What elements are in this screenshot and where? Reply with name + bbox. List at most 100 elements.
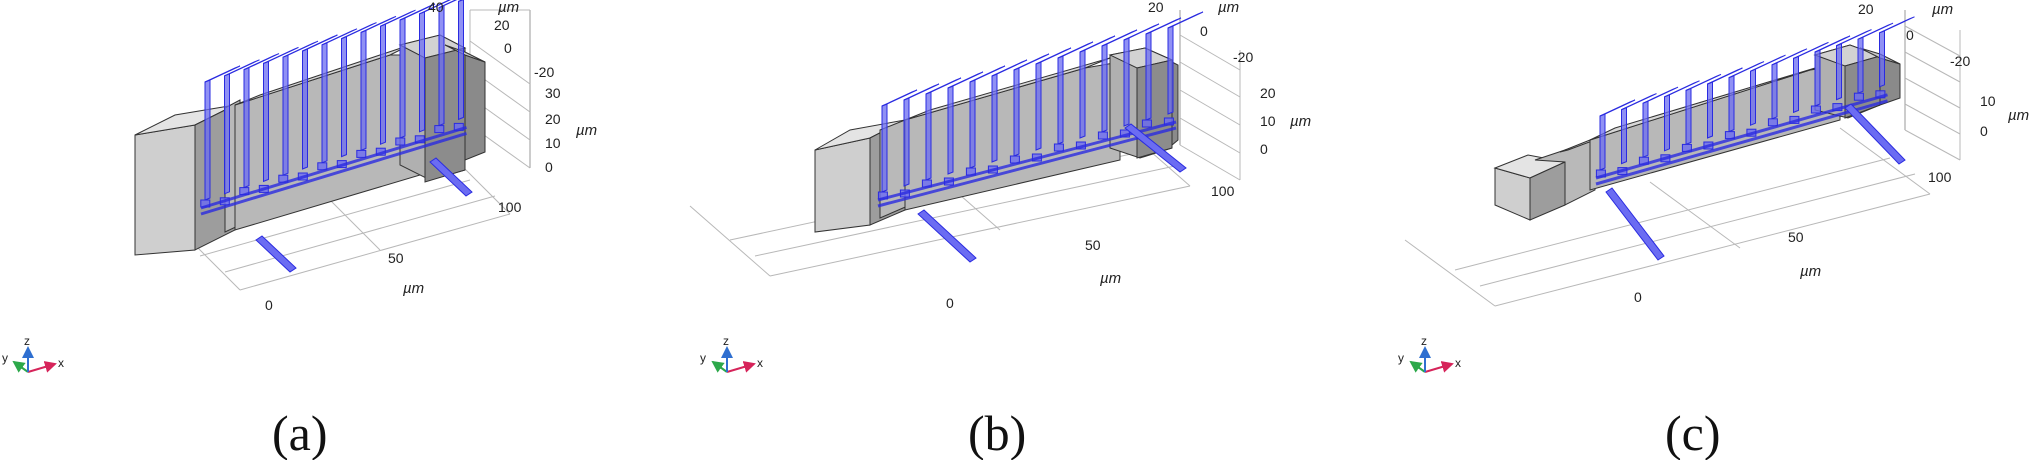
panel-c-leads [1605,103,1906,261]
panel-c-electrode-bar-10 [1814,49,1821,107]
panel-c-electrodes [1595,16,1915,186]
panel-b-zunit: µm [1290,113,1311,130]
panel-c-electrode-arm-12 [1857,22,1894,40]
panel-b-electrode-arm-4 [969,65,1006,83]
panel-a-electrode-pad-8 [356,149,367,158]
panel-c-electrode-arm-2 [1642,86,1679,104]
panel-c-electrode-bar-3 [1664,94,1670,152]
panel-c-electrode-bar-8 [1771,62,1778,120]
panel-c-electrode-bar-7 [1750,68,1756,126]
panel-b-electrode-arm-6 [1013,53,1050,71]
panel-b-electrode-bar-10 [1101,43,1108,133]
panel-a-bus-line-1 [200,131,467,216]
panel-b-ztick-2: 0 [1260,141,1268,157]
panel-b-ytick-2: -20 [1233,49,1253,65]
panel-a-electrode-arm-0 [204,65,241,83]
panel-b-electrode-pad-10 [1097,131,1108,140]
panel-a-ztick-3: 0 [545,159,553,175]
panel-a-electrode-arm-1 [224,59,260,77]
panel-c-electrode-arm-5 [1707,67,1743,85]
panel-b-xunit: µm [1100,270,1121,287]
panel-c-electrode-pad-8 [1767,118,1778,127]
panel-a-leads [255,157,473,273]
panel-c-ticks: 0 50 100 µm 20 0 -20 µm 10 0 µm [1634,1,2029,305]
panel-b-electrode-arm-2 [925,77,962,95]
panel-b-electrode-arm-3 [947,71,984,89]
panel-c-electrode-arm-3 [1664,80,1700,98]
panel-c-electrode-bar-0 [1599,113,1606,171]
panel-b-electrode-bar-0 [881,103,888,193]
panel-a-electrode-arm-10 [399,3,436,21]
panel-c-electrode-bar-13 [1879,30,1885,88]
panel-a-xtick-1: 50 [388,250,404,266]
panel-a-ytick-2: 0 [504,40,512,56]
panel-b-bus-line-1 [877,126,1177,208]
panel-a-electrode-bar-7 [341,35,347,158]
panel-c-yunit: µm [1932,1,1953,18]
panel-b-axis-triad: x y z [700,334,763,373]
panel-b-electrode-bar-13 [1167,25,1174,115]
panel-c-triad-z: z [1421,334,1427,348]
panel-a-triad-x: x [58,356,64,370]
panel-a-electrode-bar-11 [419,11,425,133]
panel-b-triad-x: x [757,356,763,370]
panel-a-electrode-arm-13 [458,0,464,2]
panel-b-xtick-2: 100 [1211,183,1235,199]
panel-c-caption: (c) [1665,405,1721,460]
panel-a-electrode-pad-12 [434,125,445,134]
panel-b-triad-y: y [700,351,706,365]
panel-c-xtick-1: 50 [1788,229,1804,245]
panel-a-ztick-1: 20 [545,111,561,127]
panel-a-xtick-0: 0 [265,297,273,313]
panel-b-electrode-bar-8 [1057,55,1064,145]
panel-b-electrode-arm-0 [881,89,918,107]
panel-a-ytick-3: -20 [534,64,554,80]
panel-b-electrode-arm-5 [991,59,1028,77]
panel-c-electrode-bar-5 [1707,81,1713,139]
panel-a-electrode-bar-10 [399,17,406,139]
panel-b-electrode-arm-7 [1035,47,1072,65]
panel-a-electrode-bar-12 [438,4,445,127]
panel-a-ticks: 0 50 100 µm 40 20 0 -20 µm 30 20 10 0 µm [265,0,597,313]
panel-b-electrode-arm-9 [1079,35,1116,53]
panel-b-electrode-arm-10 [1101,29,1138,47]
panel-c-electrode-bar-9 [1793,55,1799,114]
panel-c-electrode-arm-6 [1728,61,1765,79]
panel-a-triad-z: z [24,334,30,348]
panel-a: 0 50 100 µm 40 20 0 -20 µm 30 20 10 0 µm… [2,0,597,460]
panel-c-zunit: µm [2008,107,2029,124]
panel-a-electrode-arm-4 [282,40,319,58]
panel-b-leads [917,123,1187,263]
panel-b-electrode-bar-6 [1013,67,1020,157]
panel-a-electrode-arm-5 [302,34,338,52]
panel-a-electrode-bar-8 [360,29,367,152]
panel-c-grid [1404,10,1961,307]
panel-b-electrode-bar-5 [991,73,998,163]
panel-a-electrode-arm-9 [380,9,416,27]
panel-c-xunit: µm [1800,263,1821,280]
panel-b-electrode-arm-8 [1057,41,1094,59]
panel-c-electrode-arm-4 [1685,73,1722,91]
panel-a-electrode-bar-0 [204,79,211,201]
panel-c-ztick-1: 0 [1980,123,1988,139]
panel-c-electrode-bar-12 [1857,36,1864,94]
panel-a-electrode-arm-6 [321,28,358,46]
panel-a-electrode-arm-11 [419,0,451,15]
panel-c-xtick-0: 0 [1634,289,1642,305]
panel-b-ticks: 0 50 100 µm 20 0 -20 µm 20 10 0 µm [946,0,1311,311]
panel-a-electrodes [200,0,467,216]
panel-a-electrode-bar-6 [321,42,328,164]
panel-b-caption: (b) [968,405,1026,460]
panel-c-bus-line-0 [1595,93,1888,180]
panel-a-bus-line-0 [200,125,467,210]
panel-c-electrode-arm-11 [1836,29,1872,47]
panel-c-bus-line-1 [1595,99,1888,186]
panel-a-axis-triad: x y z [2,334,64,373]
panel-b-electrode-pad-8 [1053,143,1064,152]
panel-c-xtick-2: 100 [1928,169,1952,185]
panel-a-xtick-2: 100 [498,199,522,215]
panel-c-electrode-arm-9 [1793,41,1829,59]
panel-a-ytick-0: 40 [428,0,444,15]
panel-c-electrode-bar-4 [1685,87,1692,146]
